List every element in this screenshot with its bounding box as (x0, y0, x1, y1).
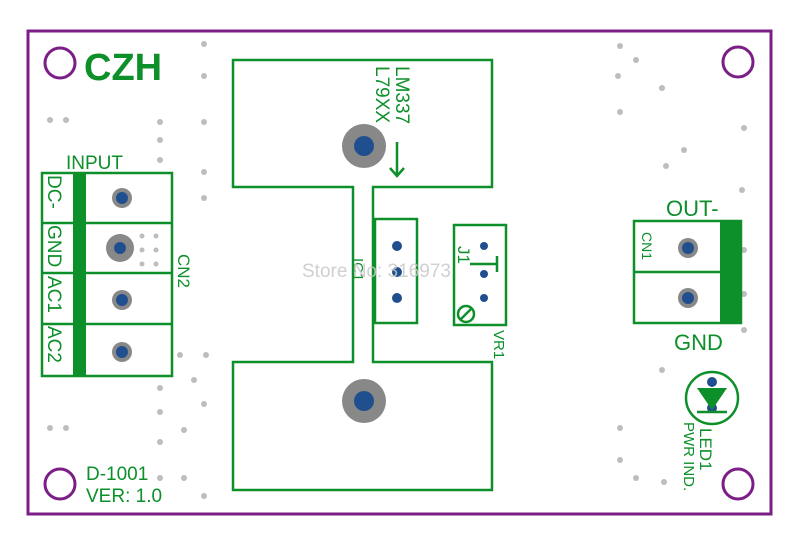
input-connector-outline (40, 171, 174, 378)
pin-label-dc-minus: DC- (43, 175, 64, 209)
trimmer-pads (480, 242, 488, 302)
mounting-hole-top-left (43, 46, 77, 80)
led-ref: LED1 (696, 428, 715, 471)
board-part-number: D-1001 (86, 464, 148, 485)
input-connector-bar (73, 173, 86, 376)
pin-label-gnd: GND (43, 225, 64, 267)
ic1-ref: IC1 (349, 258, 366, 281)
output-connector-bar (720, 221, 741, 323)
board-outline (26, 29, 773, 516)
pin-label-ac1: AC1 (43, 276, 64, 313)
regulator-part-1: LM337 (391, 66, 412, 124)
led-diode-icon (697, 388, 727, 410)
trimmer-footprint (452, 223, 508, 327)
output-pads (678, 238, 698, 308)
adjust-arrow-icon (470, 256, 499, 272)
arrow-down-icon (389, 142, 405, 178)
trimmer-ref: J1 (454, 246, 473, 264)
heatsink-outline (231, 58, 494, 492)
ic1-footprint (373, 217, 419, 325)
input-ref: CN2 (174, 254, 193, 288)
regulator-part-2: L79XX (371, 66, 392, 123)
trimmer-ref-vr: VR1 (490, 330, 507, 359)
output-gnd-label: GND (674, 330, 723, 355)
input-pads (106, 188, 134, 362)
input-pin-labels: DC- GND AC1 AC2 (43, 175, 64, 363)
brand-label: CZH (84, 47, 162, 89)
led-desc: PWR IND. (680, 422, 697, 491)
output-ref: CN1 (639, 232, 655, 260)
trimmer-symbol-icon (456, 304, 476, 324)
store-watermark: Store No: 316973 (302, 261, 451, 282)
ic1-pads (392, 241, 402, 303)
mounting-hole-bottom-left (43, 467, 77, 501)
small-vias (47, 41, 747, 499)
pin-label-ac2: AC2 (43, 326, 64, 363)
mounting-hole-top-right (721, 45, 755, 79)
board-version: VER: 1.0 (86, 486, 162, 507)
output-title: OUT- (666, 196, 719, 221)
input-title: INPUT (66, 153, 123, 174)
mounting-hole-bottom-right (721, 467, 755, 501)
led-outline (684, 370, 740, 426)
